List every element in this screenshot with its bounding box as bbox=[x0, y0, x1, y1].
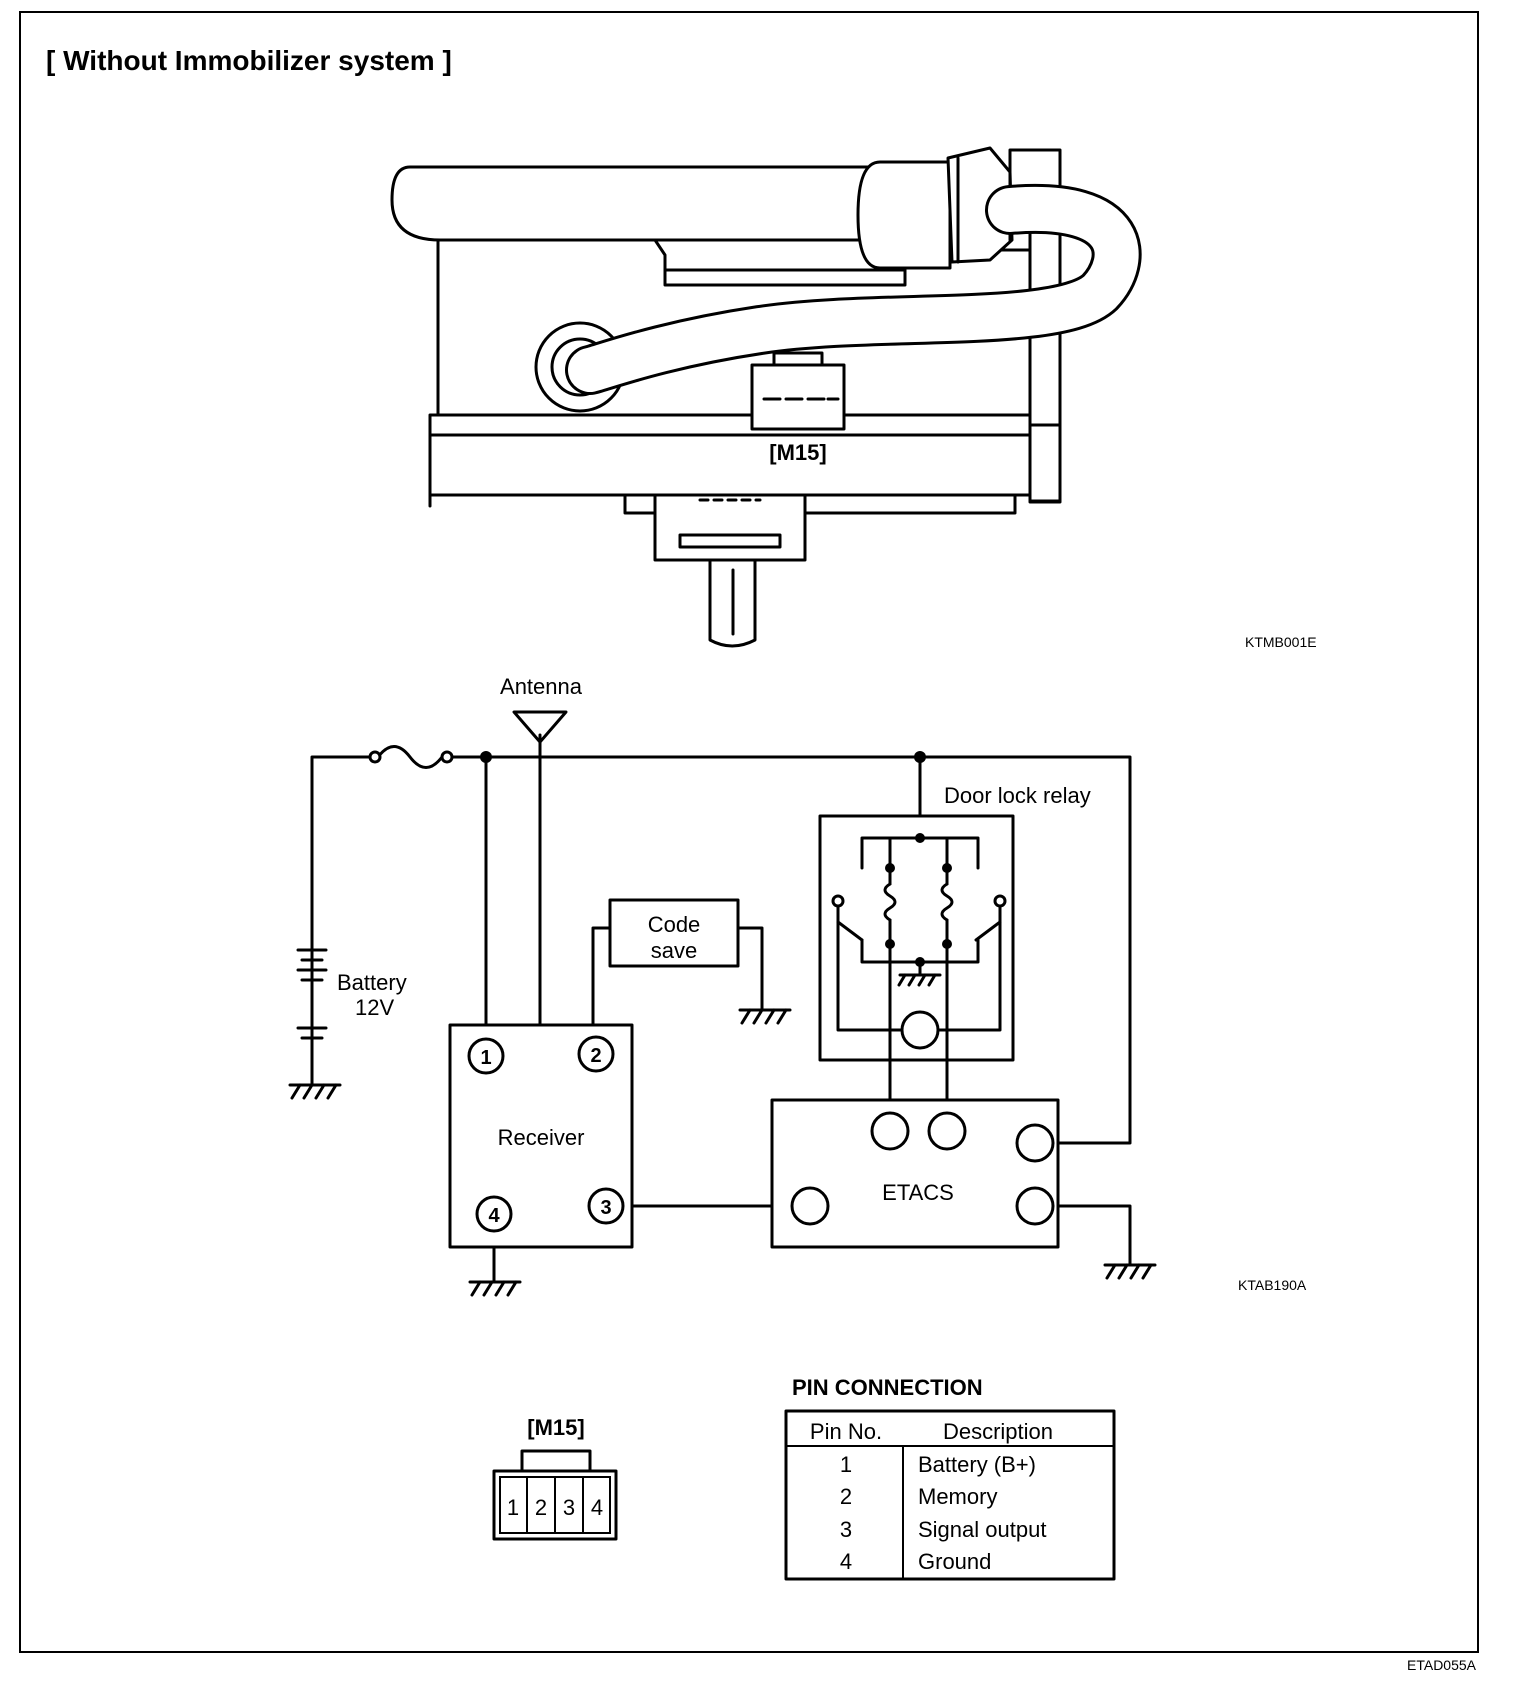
svg-text:2: 2 bbox=[590, 1045, 601, 1067]
receiver-pin-4: 4 bbox=[475, 1195, 513, 1233]
battery-icon bbox=[296, 948, 328, 1040]
table-row: 4 Ground bbox=[840, 1549, 992, 1574]
etacs-label: ETACS bbox=[882, 1180, 954, 1205]
code-save-label-line2: save bbox=[651, 938, 697, 963]
etacs-terminal bbox=[927, 1111, 967, 1151]
figure-code-circuit: KTAB190A bbox=[1238, 1277, 1307, 1293]
figure-code-page: ETAD055A bbox=[1407, 1657, 1477, 1673]
connector-pin-2: 2 bbox=[535, 1495, 547, 1520]
svg-text:2: 2 bbox=[840, 1484, 852, 1509]
ground-icon bbox=[288, 1083, 342, 1100]
table-row: 1 Battery (B+) bbox=[840, 1452, 1036, 1477]
pin-connection-table bbox=[784, 1409, 1116, 1581]
ground-icon bbox=[738, 1008, 792, 1025]
code-save-label-line1: Code bbox=[648, 912, 701, 937]
svg-text:Memory: Memory bbox=[918, 1484, 997, 1509]
svg-text:1: 1 bbox=[840, 1452, 852, 1477]
etacs-terminal bbox=[1015, 1123, 1055, 1163]
connector-label-top: [M15] bbox=[769, 440, 826, 465]
receiver-illustration bbox=[390, 146, 1142, 648]
connector-pin-3: 3 bbox=[563, 1495, 575, 1520]
m15-connector-face bbox=[492, 1449, 618, 1541]
table-row: 3 Signal output bbox=[840, 1517, 1047, 1542]
connector-pin-4: 4 bbox=[591, 1495, 603, 1520]
connector-pin-1: 1 bbox=[507, 1495, 519, 1520]
ground-icon bbox=[1103, 1263, 1157, 1280]
receiver-pin-3: 3 bbox=[587, 1187, 625, 1225]
antenna-label: Antenna bbox=[500, 674, 583, 699]
svg-text:4: 4 bbox=[840, 1549, 852, 1574]
code-save-box bbox=[608, 898, 740, 968]
table-header-pin: Pin No. bbox=[810, 1419, 882, 1444]
page-title: [ Without Immobilizer system ] bbox=[46, 45, 452, 76]
door-lock-relay-label: Door lock relay bbox=[944, 783, 1091, 808]
svg-text:1: 1 bbox=[480, 1047, 491, 1069]
pin-connection-title: PIN CONNECTION bbox=[792, 1375, 983, 1400]
etacs-terminal bbox=[790, 1186, 830, 1226]
svg-text:Signal output: Signal output bbox=[918, 1517, 1046, 1542]
etacs-box bbox=[770, 1098, 1060, 1249]
receiver-pin-2: 2 bbox=[577, 1035, 615, 1073]
svg-text:3: 3 bbox=[600, 1197, 611, 1219]
svg-text:Ground: Ground bbox=[918, 1549, 991, 1574]
antenna-icon bbox=[512, 710, 568, 744]
etacs-terminal bbox=[1015, 1186, 1055, 1226]
receiver-label: Receiver bbox=[498, 1125, 585, 1150]
svg-text:4: 4 bbox=[488, 1205, 500, 1227]
figure-code-top: KTMB001E bbox=[1245, 634, 1317, 650]
page-frame bbox=[19, 11, 1479, 1653]
svg-text:Battery (B+): Battery (B+) bbox=[918, 1452, 1036, 1477]
receiver-pin-1: 1 bbox=[467, 1037, 505, 1075]
battery-label-line1: Battery bbox=[337, 970, 407, 995]
door-lock-relay bbox=[818, 814, 1015, 1117]
table-header-description: Description bbox=[943, 1419, 1053, 1444]
circuit-wires bbox=[310, 733, 1132, 1284]
ground-icon bbox=[468, 1280, 522, 1297]
svg-text:3: 3 bbox=[840, 1517, 852, 1542]
etacs-terminal bbox=[870, 1111, 910, 1151]
battery-label-line2: 12V bbox=[355, 995, 394, 1020]
connector-label-bottom: [M15] bbox=[527, 1415, 584, 1440]
table-row: 2 Memory bbox=[840, 1484, 998, 1509]
